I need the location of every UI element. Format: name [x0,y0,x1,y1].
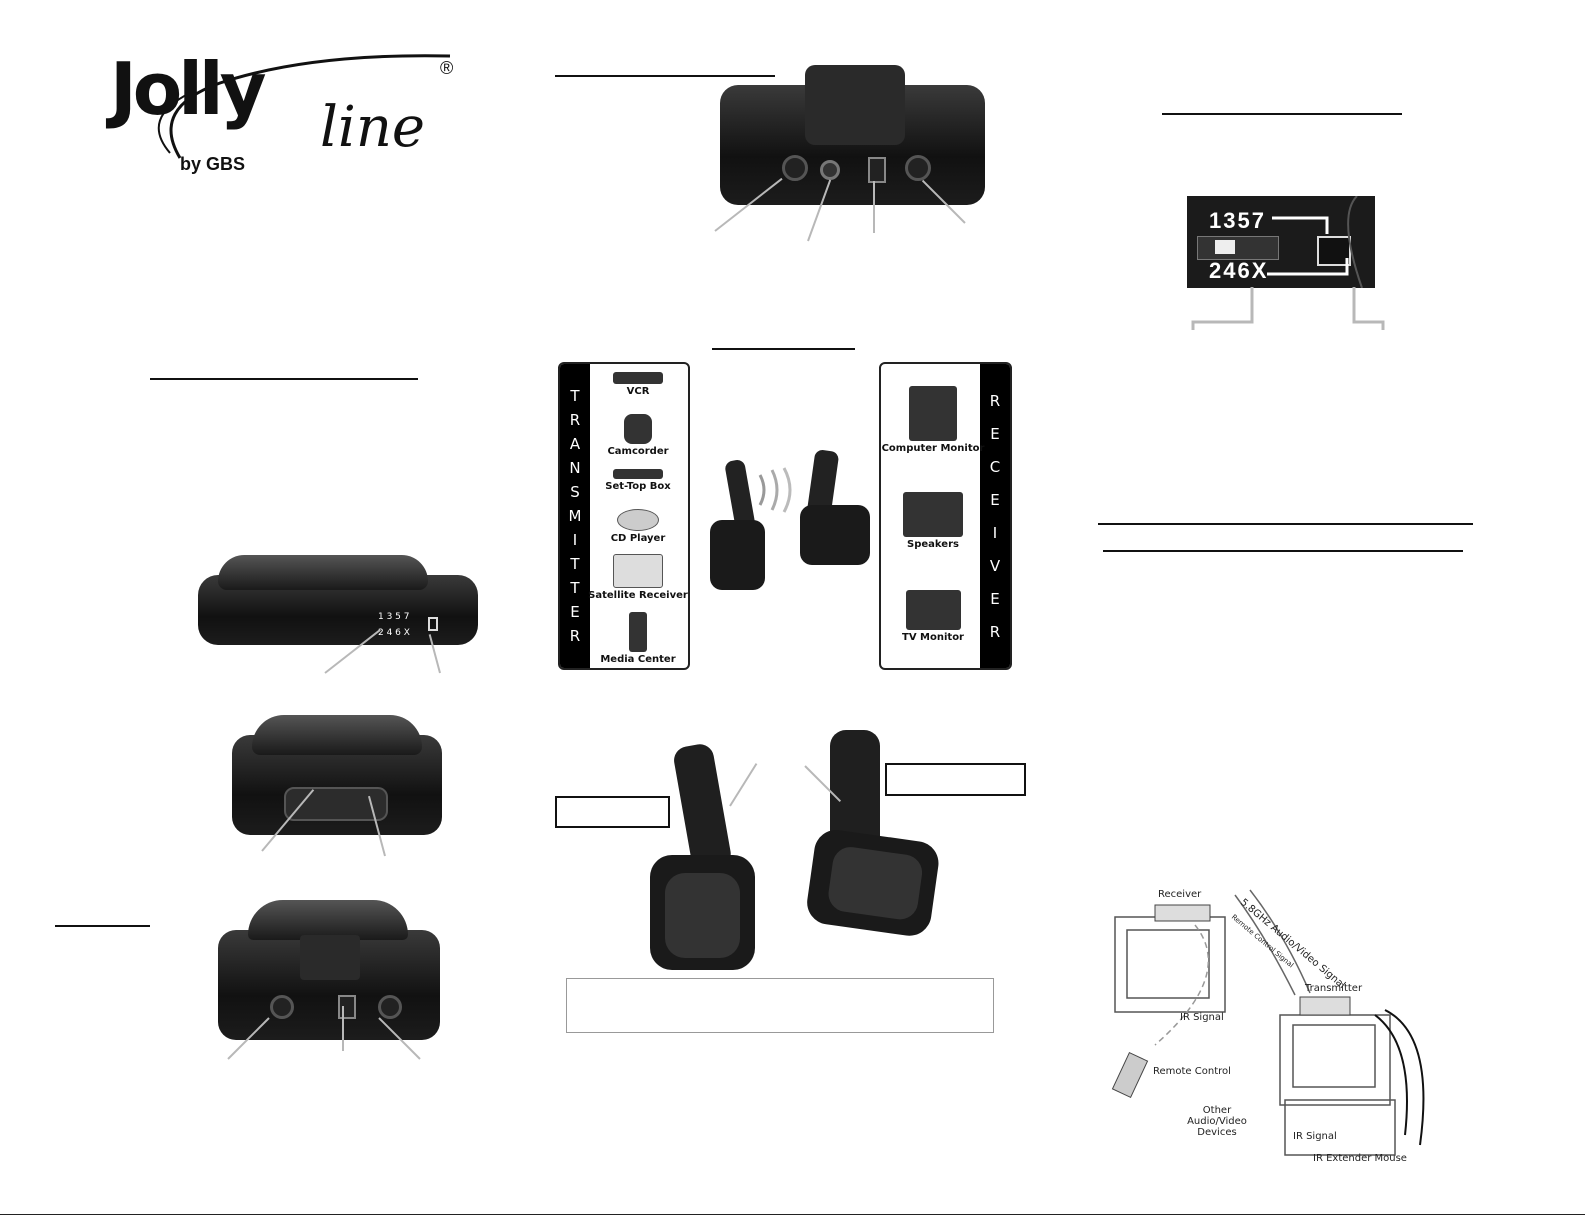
channel-bottom-label: 246X [1209,258,1269,283]
section-rule [712,348,855,350]
device-camcorder: Camcorder [578,414,688,457]
front-view-device [232,715,442,835]
page-bottom-rule [0,1214,1585,1215]
channel-switch-icon [868,157,886,183]
device-vcr: VCR [578,372,688,397]
brand-logo: Jolly line ® by GBS [110,48,460,178]
setup-ir-signal-label: IR Signal [1180,1012,1224,1023]
device-media-center: Media Center [578,612,688,665]
setup-diagram-icon [1111,889,1425,1156]
device-speakers: Speakers [881,492,993,550]
power-jack-icon [378,995,402,1019]
channel-switch-slot-icon [1197,236,1279,260]
channel-switch-closeup: 1357 246X [1187,196,1375,288]
section-rule [1162,113,1402,115]
note-box [566,978,994,1033]
transmitter-letter: M [568,507,582,525]
transmitter-letter: T [570,579,580,597]
audio-jack-icon [782,155,808,181]
transmitter-letter: T [570,387,580,405]
setup-diagram: Receiver 5.8GHz Audio/Video Signal Remot… [1095,875,1455,1170]
logo-swoosh-icon [157,54,451,159]
device-tv-monitor: TV Monitor [881,590,993,643]
receiver-letter: E [990,490,1000,509]
logo-maker-text: by GBS [180,154,246,174]
heading-rule [150,378,418,380]
receiver-letter: R [989,391,1001,410]
label-box-left [555,796,670,828]
pointer-line [342,1006,344,1051]
media-center-icon [629,612,647,652]
switch-bracket-icon [1267,196,1363,288]
receiver-letter: I [992,523,998,542]
settop-box-icon [613,469,663,479]
channel-switch-icon [338,995,356,1019]
switch-pointers-icon [1191,287,1385,330]
transmitter-letter: T [570,555,580,573]
speakers-icon [903,492,963,537]
device-cd: CD Player [578,509,688,544]
cd-player-icon [617,509,659,531]
rear-view-device [218,900,440,1040]
setup-remote-control-label: Remote Control [1153,1066,1231,1077]
camcorder-icon [624,414,652,444]
logo-registered-mark: ® [440,58,454,78]
section-rule [555,75,775,77]
section-rule [55,925,150,927]
transmitter-letter: N [569,459,581,477]
setup-mouse-label: IR Extender Mouse [1313,1153,1407,1164]
tv-monitor-icon [905,590,961,630]
audio-jack-icon [270,995,294,1019]
receiver-letter: V [989,556,1001,575]
open-antenna-icon [650,730,939,970]
receiver-letter: E [990,424,1000,443]
channel-top-label: 1357 [1209,208,1266,233]
transmitter-letter: E [570,603,580,621]
open-antenna-devices [640,725,950,975]
device-satellite: Satellite Receiver [578,554,688,601]
receiver-letter: C [989,457,1001,476]
label-box-right [885,763,1026,796]
setup-transmitter-label: Transmitter [1305,983,1363,994]
receiver-letter: R [989,622,1001,641]
side-view-bottom-digits: 2 4 6 X [378,628,410,638]
transmitter-letter: I [572,531,578,549]
channel-switch-knob-icon [1215,240,1235,254]
ir-jack-icon [820,160,840,180]
wireless-pair-illustration [700,450,880,600]
transmitter-letter: S [570,483,580,501]
receiver-letter: E [990,589,1000,608]
rear-view-device-large [720,65,985,205]
logo-script-text: line [320,95,426,160]
setup-ir-signal-2-label: IR Signal [1293,1131,1337,1142]
wireless-devices-icon [710,450,870,590]
setup-receiver-label: Receiver [1158,889,1202,900]
logo-brand-text: Jolly [110,47,267,131]
device-settop: Set-Top Box [578,469,688,492]
computer-monitor-icon [909,386,957,441]
side-view-top-digits: 1 3 5 7 [378,612,410,622]
device-computer-monitor: Computer Monitor [881,386,993,454]
transmitter-letter: R [569,627,581,645]
channel-switch-dip-icon [1317,236,1351,266]
side-switch-icon [428,617,438,631]
transmitter-letter: A [569,435,581,453]
vcr-icon [613,372,663,384]
section-rule [1103,550,1463,552]
section-rule [1098,523,1473,525]
pointer-line [873,181,875,233]
satellite-receiver-icon [613,554,663,588]
side-view-device: 1 3 5 7 2 4 6 X [198,555,478,655]
power-jack-icon [905,155,931,181]
transmitter-letter: R [569,411,581,429]
setup-other-devices-label: Other Audio/Video Devices [1187,1105,1247,1138]
